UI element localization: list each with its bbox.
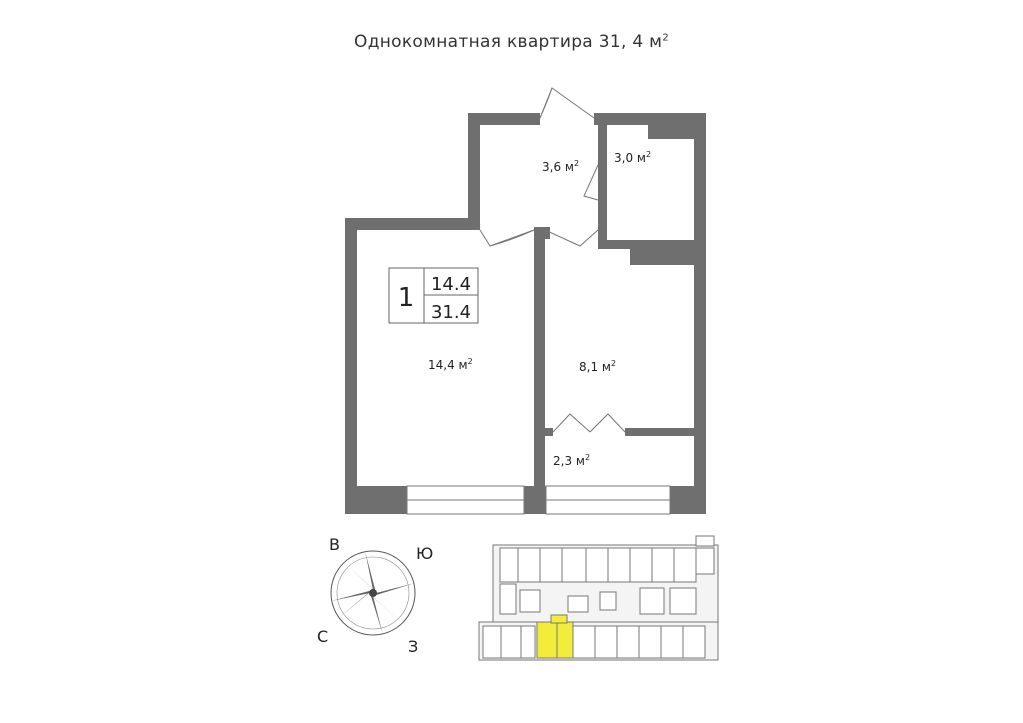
building-floorplan-icon [478, 535, 719, 661]
room-labels: 14,4 м2 8,1 м2 3,6 м2 3,0 м2 2,3 м2 [428, 150, 651, 468]
compass-rose-icon [330, 550, 416, 636]
windows [406, 485, 671, 515]
compass-label-se: Ю [416, 544, 433, 563]
doors [479, 87, 626, 433]
living-room-area: 14,4 м2 [428, 357, 473, 372]
highlighted-apartment [536, 614, 574, 659]
page-title: Однокомнатная квартира 31, 4 м2 [354, 32, 669, 52]
compass-label-sw: С [317, 627, 328, 646]
balcony-area: 2,3 м2 [553, 453, 590, 468]
badge-rooms: 1 [398, 283, 415, 313]
badge-living-area: 14.4 [431, 274, 471, 295]
area-badge: 1 14.4 31.4 [388, 267, 479, 324]
compass-label-e: З [408, 637, 418, 656]
bathroom-area: 3,0 м2 [614, 150, 651, 165]
apartment-walls [345, 113, 706, 514]
compass-labels: В Ю С З [317, 535, 433, 656]
hall-area: 3,6 м2 [542, 159, 579, 174]
badge-total-area: 31.4 [431, 302, 471, 323]
compass-label-nw: В [329, 535, 340, 554]
kitchen-area: 8,1 м2 [579, 359, 616, 374]
